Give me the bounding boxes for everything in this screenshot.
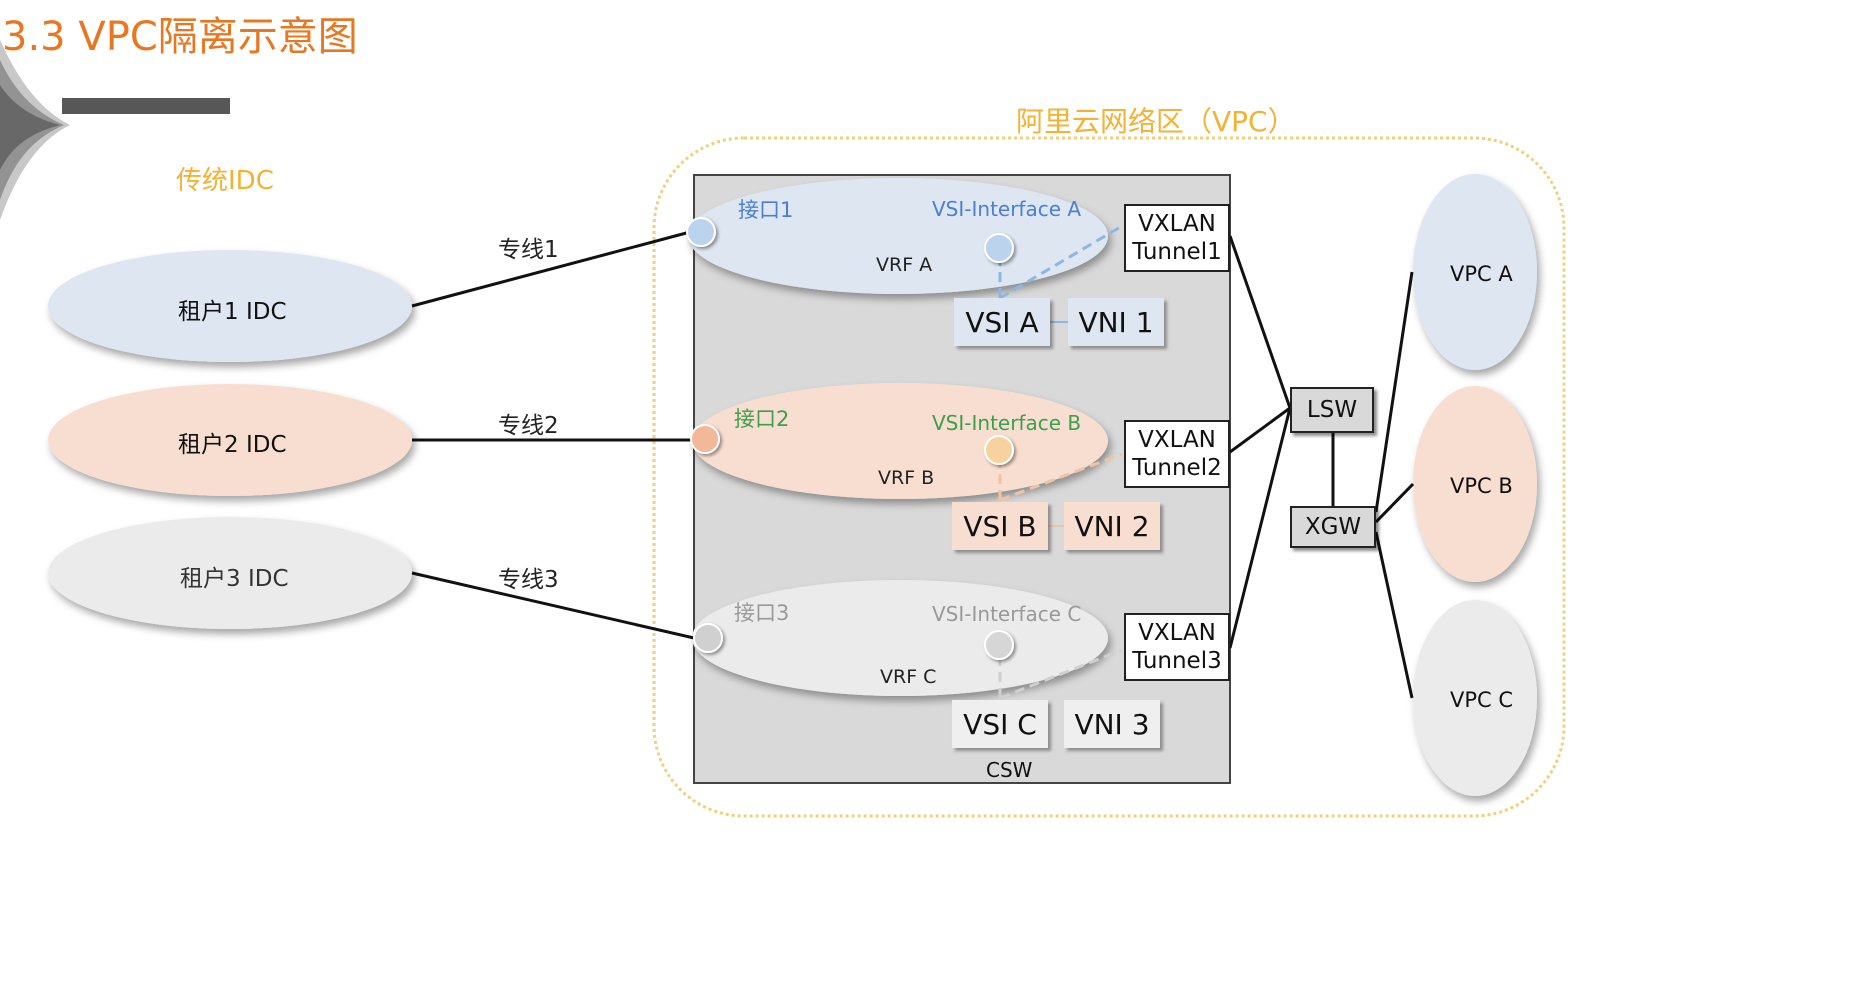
vpc-c-label: VPC C	[1450, 688, 1514, 712]
lsw-box[interactable]: LSW	[1290, 387, 1374, 433]
interface3-port[interactable]	[693, 623, 723, 653]
xgw-to-vpc-a	[1374, 271, 1414, 513]
xgw-to-vpc-b	[1374, 482, 1415, 524]
xgw-box[interactable]: XGW	[1290, 506, 1376, 548]
vrf-b-ellipse[interactable]	[692, 383, 1108, 499]
vsi-b-box[interactable]: VSI B	[952, 502, 1048, 550]
line1-connector	[411, 230, 691, 308]
vni-1-box[interactable]: VNI 1	[1068, 298, 1164, 346]
tunnel1-line1: VXLAN	[1138, 211, 1216, 237]
idc-section-label: 传统IDC	[176, 166, 274, 196]
line2-label: 专线2	[498, 413, 559, 439]
vrf-c-ellipse[interactable]	[692, 580, 1108, 696]
vxlan-tunnel3-box[interactable]: VXLAN Tunnel3	[1124, 613, 1230, 681]
vpc-b-label: VPC B	[1450, 474, 1513, 498]
interface2-port[interactable]	[690, 424, 720, 454]
csw-label: CSW	[986, 758, 1033, 782]
vsi-interface-a-label: VSI-Interface A	[932, 197, 1082, 221]
vsi-interface-c-node[interactable]	[984, 630, 1014, 660]
vpc-b-ellipse[interactable]	[1413, 386, 1537, 582]
vxlan-tunnel2-box[interactable]: VXLAN Tunnel2	[1124, 420, 1230, 488]
vsi-interface-c-label: VSI-Interface C	[932, 602, 1082, 626]
vni-2-box[interactable]: VNI 2	[1064, 502, 1160, 550]
interface2-label: 接口2	[734, 407, 790, 431]
line3-connector	[411, 571, 695, 640]
tunnel1-line2: Tunnel1	[1132, 239, 1222, 265]
vpc-region-border	[652, 136, 1566, 818]
decorative-swirl	[0, 40, 70, 220]
vpc-a-ellipse[interactable]	[1413, 174, 1537, 370]
tenant3-idc-ellipse[interactable]	[48, 517, 412, 629]
vsi-interface-b-label: VSI-Interface B	[932, 411, 1082, 435]
tenant3-idc-label: 租户3 IDC	[180, 566, 289, 592]
vsi-interface-a-node[interactable]	[984, 233, 1014, 263]
vrf-a-ellipse[interactable]	[688, 178, 1108, 294]
vpc-c-ellipse[interactable]	[1413, 600, 1537, 796]
tunnel3-line2: Tunnel3	[1132, 648, 1222, 674]
tunnel2-to-lsw	[1229, 406, 1291, 454]
tunnel2-line1: VXLAN	[1138, 427, 1216, 453]
tenant1-idc-ellipse[interactable]	[48, 250, 412, 362]
vxlan-tunnel1-box[interactable]: VXLAN Tunnel1	[1124, 204, 1230, 272]
vsi-c-dashed-link	[998, 646, 1123, 700]
title-underline-bar	[62, 98, 230, 114]
vsi-interface-b-node[interactable]	[984, 435, 1014, 465]
xgw-to-vpc-c	[1374, 531, 1414, 699]
vrf-a-label: VRF A	[876, 254, 933, 276]
line3-label: 专线3	[498, 567, 559, 593]
page-title: 3.3 VPC隔离示意图	[2, 14, 358, 60]
vni-3-box[interactable]: VNI 3	[1064, 700, 1160, 748]
tenant2-idc-label: 租户2 IDC	[178, 432, 287, 458]
interface1-port[interactable]	[686, 217, 716, 247]
tunnel1-to-lsw	[1228, 235, 1292, 409]
interface1-label: 接口1	[738, 198, 794, 222]
tenant1-idc-label: 租户1 IDC	[178, 299, 287, 325]
vrf-c-label: VRF C	[880, 666, 937, 688]
tunnel3-to-lsw	[1228, 407, 1292, 649]
tunnel2-line2: Tunnel2	[1132, 455, 1222, 481]
line1-label: 专线1	[498, 237, 559, 263]
vpc-region-label: 阿里云网络区（VPC）	[1016, 105, 1296, 138]
tunnel3-line1: VXLAN	[1138, 620, 1216, 646]
interface3-label: 接口3	[734, 601, 790, 625]
vrf-b-label: VRF B	[878, 467, 935, 489]
vsi-a-box[interactable]: VSI A	[954, 298, 1050, 346]
tenant2-idc-ellipse[interactable]	[48, 384, 412, 496]
vsi-c-box[interactable]: VSI C	[952, 700, 1048, 748]
vpc-a-label: VPC A	[1450, 262, 1513, 286]
